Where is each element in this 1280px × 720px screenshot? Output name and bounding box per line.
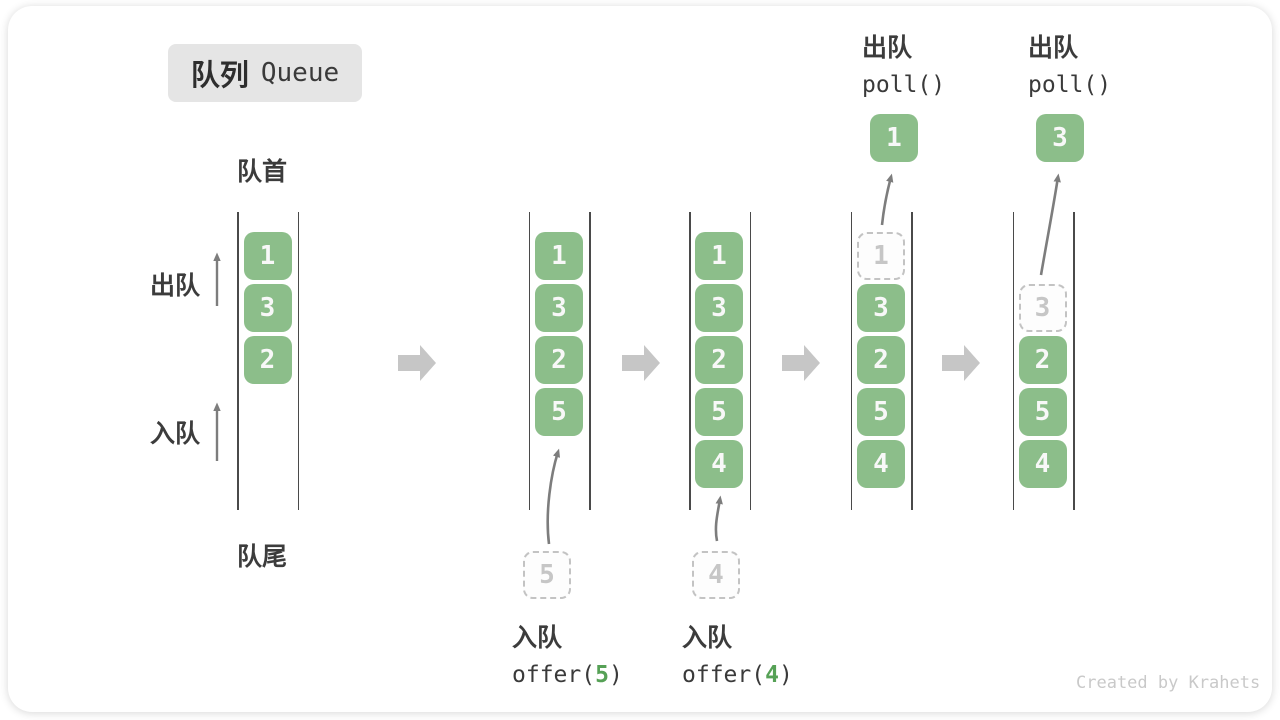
code-fn: offer( [512, 662, 596, 688]
queue-wall [850, 212, 852, 510]
enqueue-op-code: offer(4) [682, 662, 793, 688]
enqueue-op-code: offer(5) [512, 662, 623, 688]
label-dequeue: 出队 [150, 272, 201, 300]
dequeue-op-label: 出队 poll() [862, 28, 945, 98]
code-close: ) [778, 662, 793, 688]
watermark-credit: Created by Krahets [1076, 673, 1261, 693]
title-zh: 队列 [190, 60, 249, 92]
dequeue-op-code: poll() [862, 72, 946, 98]
dequeued-item: 3 [1036, 114, 1084, 162]
dequeue-op-code: poll() [1028, 72, 1112, 98]
title-badge: 队列 Queue [168, 44, 362, 102]
title-en: Queue [260, 58, 340, 88]
queue-wall [689, 212, 691, 510]
queue-wall [237, 212, 239, 510]
dequeue-op-zh: 出队 [862, 34, 913, 62]
label-queue-front: 队首 [236, 158, 287, 186]
queue-wall [911, 212, 913, 510]
queue-wall [1012, 212, 1014, 510]
queue-wall [297, 212, 299, 510]
enqueue-op-zh: 入队 [682, 624, 733, 652]
enqueue-op-label: 入队 offer(4) [682, 618, 793, 688]
label-queue-rear: 队尾 [236, 543, 287, 571]
enqueue-op-zh: 入队 [512, 624, 563, 652]
queue-wall [1073, 212, 1075, 510]
queue-wall [528, 212, 530, 510]
dequeue-op-zh: 出队 [1028, 34, 1079, 62]
label-enqueue: 入队 [150, 420, 201, 448]
code-close: ) [608, 662, 623, 688]
pending-enqueue-item: 5 [523, 551, 571, 599]
pending-enqueue-item: 4 [692, 551, 740, 599]
queue-wall [589, 212, 591, 510]
enqueue-op-label: 入队 offer(5) [512, 618, 623, 688]
code-fn: offer( [682, 662, 766, 688]
code-arg: 4 [765, 662, 779, 688]
queue-wall [749, 212, 751, 510]
dequeued-item: 1 [870, 114, 918, 162]
code-arg: 5 [595, 662, 609, 688]
dequeue-op-label: 出队 poll() [1028, 28, 1111, 98]
diagram-card [8, 6, 1272, 712]
